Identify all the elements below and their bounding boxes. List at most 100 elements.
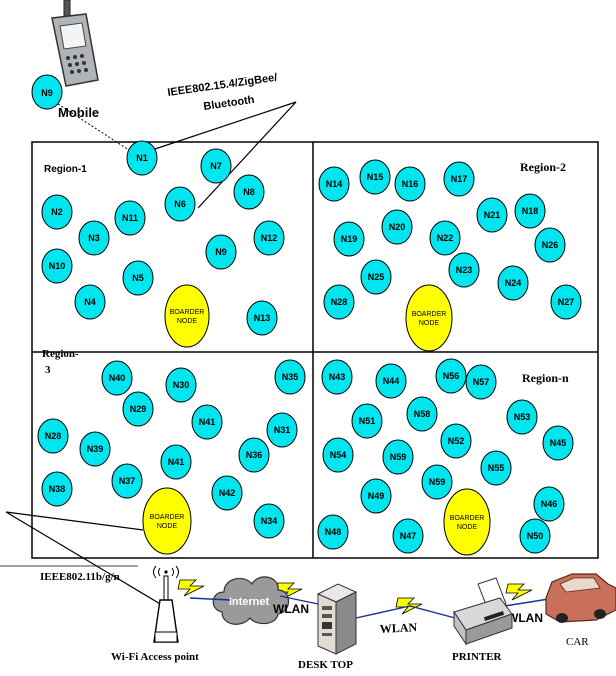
wlan-label-2: WLAN <box>379 620 417 636</box>
sensor-node-circle <box>191 404 223 440</box>
sensor-node-label: N49 <box>368 491 385 501</box>
sensor-node-label: N1 <box>136 153 148 163</box>
sensor-node: N9 <box>205 234 237 270</box>
sensor-node-label: N34 <box>261 516 278 526</box>
sensor-node: N5 <box>122 260 154 296</box>
sensor-node: N38 <box>41 471 73 507</box>
sensor-node-label: N51 <box>359 416 376 426</box>
sensor-node-label: N23 <box>456 265 473 275</box>
sensor-node-circle <box>205 234 237 270</box>
protocol-top-line2: Bluetooth <box>203 94 256 113</box>
sensor-node-circle <box>443 161 475 197</box>
sensor-node-label: N9 <box>215 247 227 257</box>
wlan-label-1: WLAN <box>273 602 309 616</box>
region-3-label-line2: 3 <box>45 364 51 376</box>
sensor-node: N1 <box>126 140 158 176</box>
sensor-node-circle <box>211 475 243 511</box>
sensor-node-label: N11 <box>122 213 138 223</box>
wlan-label-3: WLAN <box>507 611 543 625</box>
sensor-node-label: N39 <box>87 444 104 454</box>
sensor-node-label: N30 <box>173 380 190 390</box>
region-3-label-line1: Region- <box>42 348 79 360</box>
sensor-node-circle <box>122 391 154 427</box>
sensor-node-label: N25 <box>368 272 385 282</box>
sensor-node-circle <box>497 265 529 301</box>
sensor-node-label: N28 <box>331 297 348 307</box>
mobile-label: Mobile <box>58 105 99 120</box>
sensor-node: N48 <box>317 514 349 550</box>
boarder-node-text-2: BOARDER <box>412 311 447 318</box>
sensor-node-circle <box>41 248 73 284</box>
sensor-node: N44 <box>375 363 407 399</box>
sensor-node: N43 <box>321 359 353 395</box>
desktop-label: DESK TOP <box>298 659 353 671</box>
sensor-node-circle <box>246 300 278 336</box>
sensor-node-circle <box>111 463 143 499</box>
sensor-node: N51 <box>351 403 383 439</box>
wifi-access-point-label: Wi-Fi Access point <box>111 651 199 663</box>
sensor-node: N52 <box>440 423 472 459</box>
sensor-node: N30 <box>165 367 197 403</box>
wifi-access-point-icon <box>153 565 179 643</box>
sensor-node: N18 <box>514 193 546 229</box>
sensor-node-circle <box>429 220 461 256</box>
sensor-node-label: N24 <box>505 278 522 288</box>
sensor-node-label: N8 <box>243 187 255 197</box>
internet-label: Internet <box>229 596 270 608</box>
mobile-node: N9 <box>31 74 63 110</box>
sensor-node: N17 <box>443 161 475 197</box>
sensor-node-circle <box>550 284 582 320</box>
sensor-node-label: N35 <box>282 372 299 382</box>
sensor-node: N29 <box>122 391 154 427</box>
sensor-node-circle <box>333 221 365 257</box>
boarder-node-text-3: BOARDER <box>150 514 185 521</box>
sensor-node-circle <box>317 514 349 550</box>
sensor-node: N15 <box>359 159 391 195</box>
sensor-node: N54 <box>322 437 354 473</box>
sensor-node-circle <box>165 367 197 403</box>
boarder-node-region-n: BOARDER NODE <box>443 488 491 556</box>
sensor-node-label: N3 <box>88 233 100 243</box>
sensor-node: N36 <box>238 437 270 473</box>
sensor-node-label: N55 <box>488 463 505 473</box>
sensor-node-circle <box>318 166 350 202</box>
boarder-node-text-1b: NODE <box>177 318 198 325</box>
sensor-node-label: N57 <box>473 377 490 387</box>
sensor-node-circle <box>114 200 146 236</box>
sensor-node: N28 <box>37 418 69 454</box>
bolt-icon-1 <box>177 579 205 597</box>
sensor-node-label: N19 <box>341 234 358 244</box>
boarder-node-text-1: BOARDER <box>170 309 205 316</box>
sensor-node-label: N22 <box>437 233 454 243</box>
sensor-node-label: N43 <box>329 372 346 382</box>
sensor-node-circle <box>435 358 467 394</box>
sensor-node-circle <box>534 227 566 263</box>
sensor-node-circle <box>351 403 383 439</box>
sensor-node-label: N12 <box>261 233 278 243</box>
sensor-node: N37 <box>111 463 143 499</box>
sensor-node-label: N28 <box>45 431 62 441</box>
boarder-node-text-2b: NODE <box>419 320 440 327</box>
sensor-node: N4 <box>74 284 106 320</box>
sensor-node-label: N36 <box>246 450 263 460</box>
sensor-node-circle <box>122 260 154 296</box>
sensor-node-circle <box>440 423 472 459</box>
boarder-node-region-3: BOARDER NODE <box>142 487 192 555</box>
sensor-node-circle <box>375 363 407 399</box>
sensor-node: N3 <box>78 220 110 256</box>
sensor-node-label: N41 <box>199 417 216 427</box>
sensor-node-circle <box>506 399 538 435</box>
sensor-node: N27 <box>550 284 582 320</box>
region-1-label: Region-1 <box>44 164 87 175</box>
sensor-node-label: N10 <box>49 261 66 271</box>
boarder-node-text-n: BOARDER <box>450 515 485 522</box>
sensor-node: N55 <box>480 450 512 486</box>
sensor-node: N57 <box>465 364 497 400</box>
region-2-label: Region-2 <box>520 160 566 174</box>
sensor-node: N23 <box>448 252 480 288</box>
sensor-node-circle <box>360 259 392 295</box>
sensor-node-label: N45 <box>550 438 567 448</box>
sensor-node: N8 <box>233 174 265 210</box>
sensor-node-circle <box>533 486 565 522</box>
printer-label: PRINTER <box>452 651 503 663</box>
